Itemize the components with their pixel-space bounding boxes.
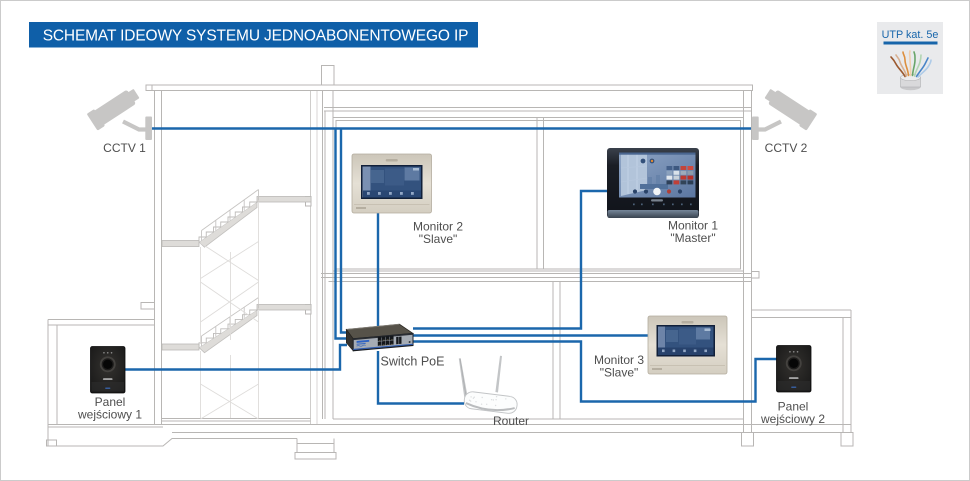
svg-text:"Slave": "Slave" [600,366,639,380]
svg-text:Switch PoE: Switch PoE [381,355,445,369]
svg-text:"Master": "Master" [670,231,715,245]
svg-text:Monitor 2: Monitor 2 [413,220,463,234]
svg-text:CCTV 1: CCTV 1 [103,141,146,155]
svg-text:Monitor 3: Monitor 3 [594,353,644,367]
svg-text:wejściowy 1: wejściowy 1 [77,408,142,422]
svg-text:CCTV 2: CCTV 2 [765,141,808,155]
svg-text:SCHEMAT IDEOWY SYSTEMU JEDNOAB: SCHEMAT IDEOWY SYSTEMU JEDNOABONENTOWEGO… [43,27,469,44]
svg-text:wejściowy 2: wejściowy 2 [760,412,825,426]
svg-text:Panel: Panel [95,395,126,409]
svg-text:Monitor 1: Monitor 1 [668,219,718,233]
svg-text:"Slave": "Slave" [419,232,458,246]
svg-text:UTP kat. 5e: UTP kat. 5e [882,29,939,41]
svg-text:Panel: Panel [778,400,809,414]
svg-text:Router: Router [493,414,529,428]
